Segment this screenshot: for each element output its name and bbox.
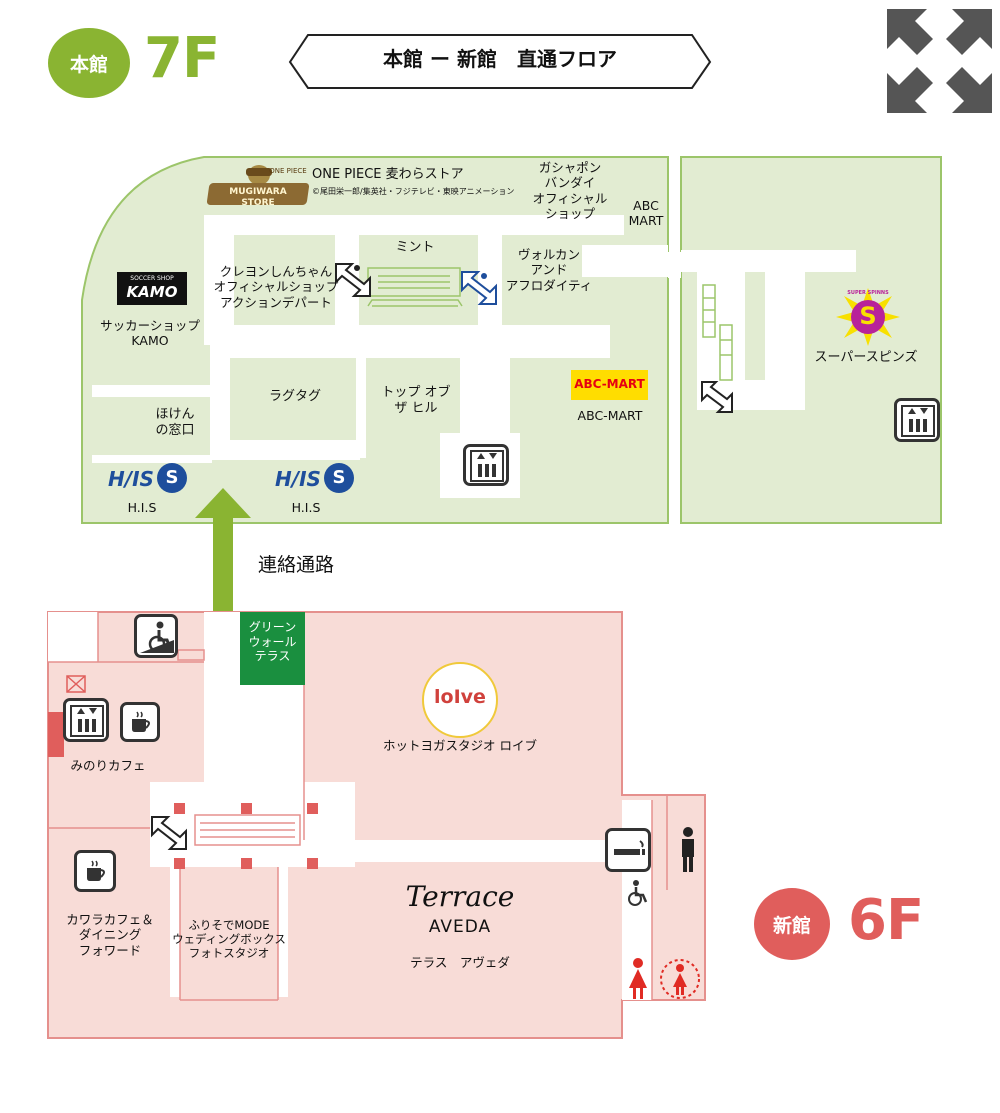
furisode-label[interactable]: ふりそでMODE ウェディングボックス フォトスタジオ: [172, 918, 286, 961]
new-building-badge: 新館: [754, 888, 830, 960]
elevator-icon-new: [63, 698, 109, 742]
kamo-label[interactable]: サッカーショップ KAMO: [100, 318, 200, 349]
his-logo-1[interactable]: H/IS S: [101, 462, 187, 494]
floor-7f-label: 7F: [144, 26, 220, 91]
cafe-icon-kawara: [74, 850, 116, 892]
onepiece-logo-top: ONE PIECE: [269, 167, 307, 175]
minori-cafe-label[interactable]: みのりカフェ: [70, 758, 146, 773]
loive-logo[interactable]: loIve: [422, 662, 498, 738]
male-toilet-icon: [682, 827, 694, 872]
abc-mart-logo[interactable]: ABC-MART: [571, 370, 648, 400]
kamo-logo-sub: SOCCER SHOP: [130, 275, 174, 282]
mint-label[interactable]: ミント: [395, 240, 435, 255]
new-building-label: 新館: [772, 914, 811, 937]
main-building-label: 本館: [69, 53, 108, 76]
abc-mart-logo-text: ABC-MART: [574, 377, 645, 391]
abc-mart-small-label[interactable]: ABC MART: [628, 198, 664, 229]
his-logo-2-text: H/IS: [275, 467, 321, 491]
super-spinns-logo-s: S: [859, 302, 877, 330]
his-logo-1-text: H/IS: [108, 467, 154, 491]
super-spinns-logo[interactable]: [836, 288, 900, 346]
onepiece-copyright: ©尾田栄一郎/集英社・フジテレビ・東映アニメーション: [312, 187, 515, 196]
onepiece-logo-text: MUGIWARA STORE: [229, 187, 287, 208]
hoken-label[interactable]: ほけん の窓口: [155, 407, 195, 438]
new-building-outline: [47, 611, 706, 1039]
cafe-icon-minori: [120, 702, 160, 742]
connection-arrow: [195, 488, 251, 648]
floor-6f-label: 6F: [848, 888, 924, 953]
his-label-1[interactable]: H.I.S: [127, 500, 157, 515]
green-wall-terrace[interactable]: グリーン ウォール テラス: [240, 612, 305, 685]
onepiece-store-label[interactable]: ONE PIECE 麦わらストア: [312, 167, 464, 182]
his-logo-2[interactable]: H/IS S: [268, 462, 354, 494]
escalator-down-icon: [335, 263, 371, 297]
kamo-logo[interactable]: SOCCER SHOP KAMO: [117, 272, 187, 305]
kamo-logo-text: KAMO: [126, 283, 178, 301]
gashapon-label[interactable]: ガシャポン バンダイ オフィシャル ショップ: [532, 160, 608, 221]
escalator-icon-new: [151, 816, 187, 850]
wheelchair-icon: [134, 614, 178, 658]
elevator-icon-main: [463, 444, 509, 486]
accessible-toilet-icon: [628, 880, 648, 906]
kawara-cafe-label[interactable]: カワラカフェ＆ ダイニング フォワード: [66, 912, 154, 958]
main-building-badge: 本館: [48, 28, 130, 98]
female-toilet-icon: [629, 958, 647, 999]
top-of-the-hill-label[interactable]: トップ オブ ザ ヒル: [381, 385, 451, 416]
loive-label[interactable]: ホットヨガスタジオ ロイブ: [383, 738, 537, 753]
banner-title: 本館 ー 新館 直通フロア: [383, 47, 617, 71]
elevator-icon-right: [894, 398, 940, 442]
his-label-2[interactable]: H.I.S: [291, 500, 321, 515]
escalator-down-icon-right: [701, 381, 733, 413]
ragtag-label[interactable]: ラグタグ: [268, 389, 321, 404]
loive-logo-text: loIve: [434, 686, 486, 708]
smoking-icon: [605, 828, 651, 872]
vulcan-label[interactable]: ヴォルカン アンド アフロダイティ: [505, 247, 593, 293]
terrace-aveda-label[interactable]: テラス アヴェダ: [410, 955, 510, 970]
crayon-shinchan-label[interactable]: クレヨンしんちゃん オフィシャルショップ アクションデパート: [213, 264, 339, 310]
abc-mart-label[interactable]: ABC-MART: [577, 408, 643, 423]
aveda-logo: AVEDA: [428, 917, 492, 937]
expand-arrows-icon[interactable]: [887, 9, 992, 113]
super-spinns-label[interactable]: スーパースピンズ: [814, 350, 918, 365]
super-spinns-logo-text: SUPER SPINNS: [847, 290, 889, 296]
connection-passage-label: 連絡通路: [258, 554, 335, 576]
female-toilet-powder-icon: [660, 959, 700, 999]
escalator-up-icon: [461, 271, 497, 305]
banner-frame: [288, 34, 712, 89]
green-wall-terrace-label: グリーン ウォール テラス: [248, 620, 297, 664]
onepiece-logo[interactable]: ONE PIECE MUGIWARA STORE: [206, 165, 310, 210]
terrace-logo[interactable]: Terrace: [405, 880, 515, 913]
